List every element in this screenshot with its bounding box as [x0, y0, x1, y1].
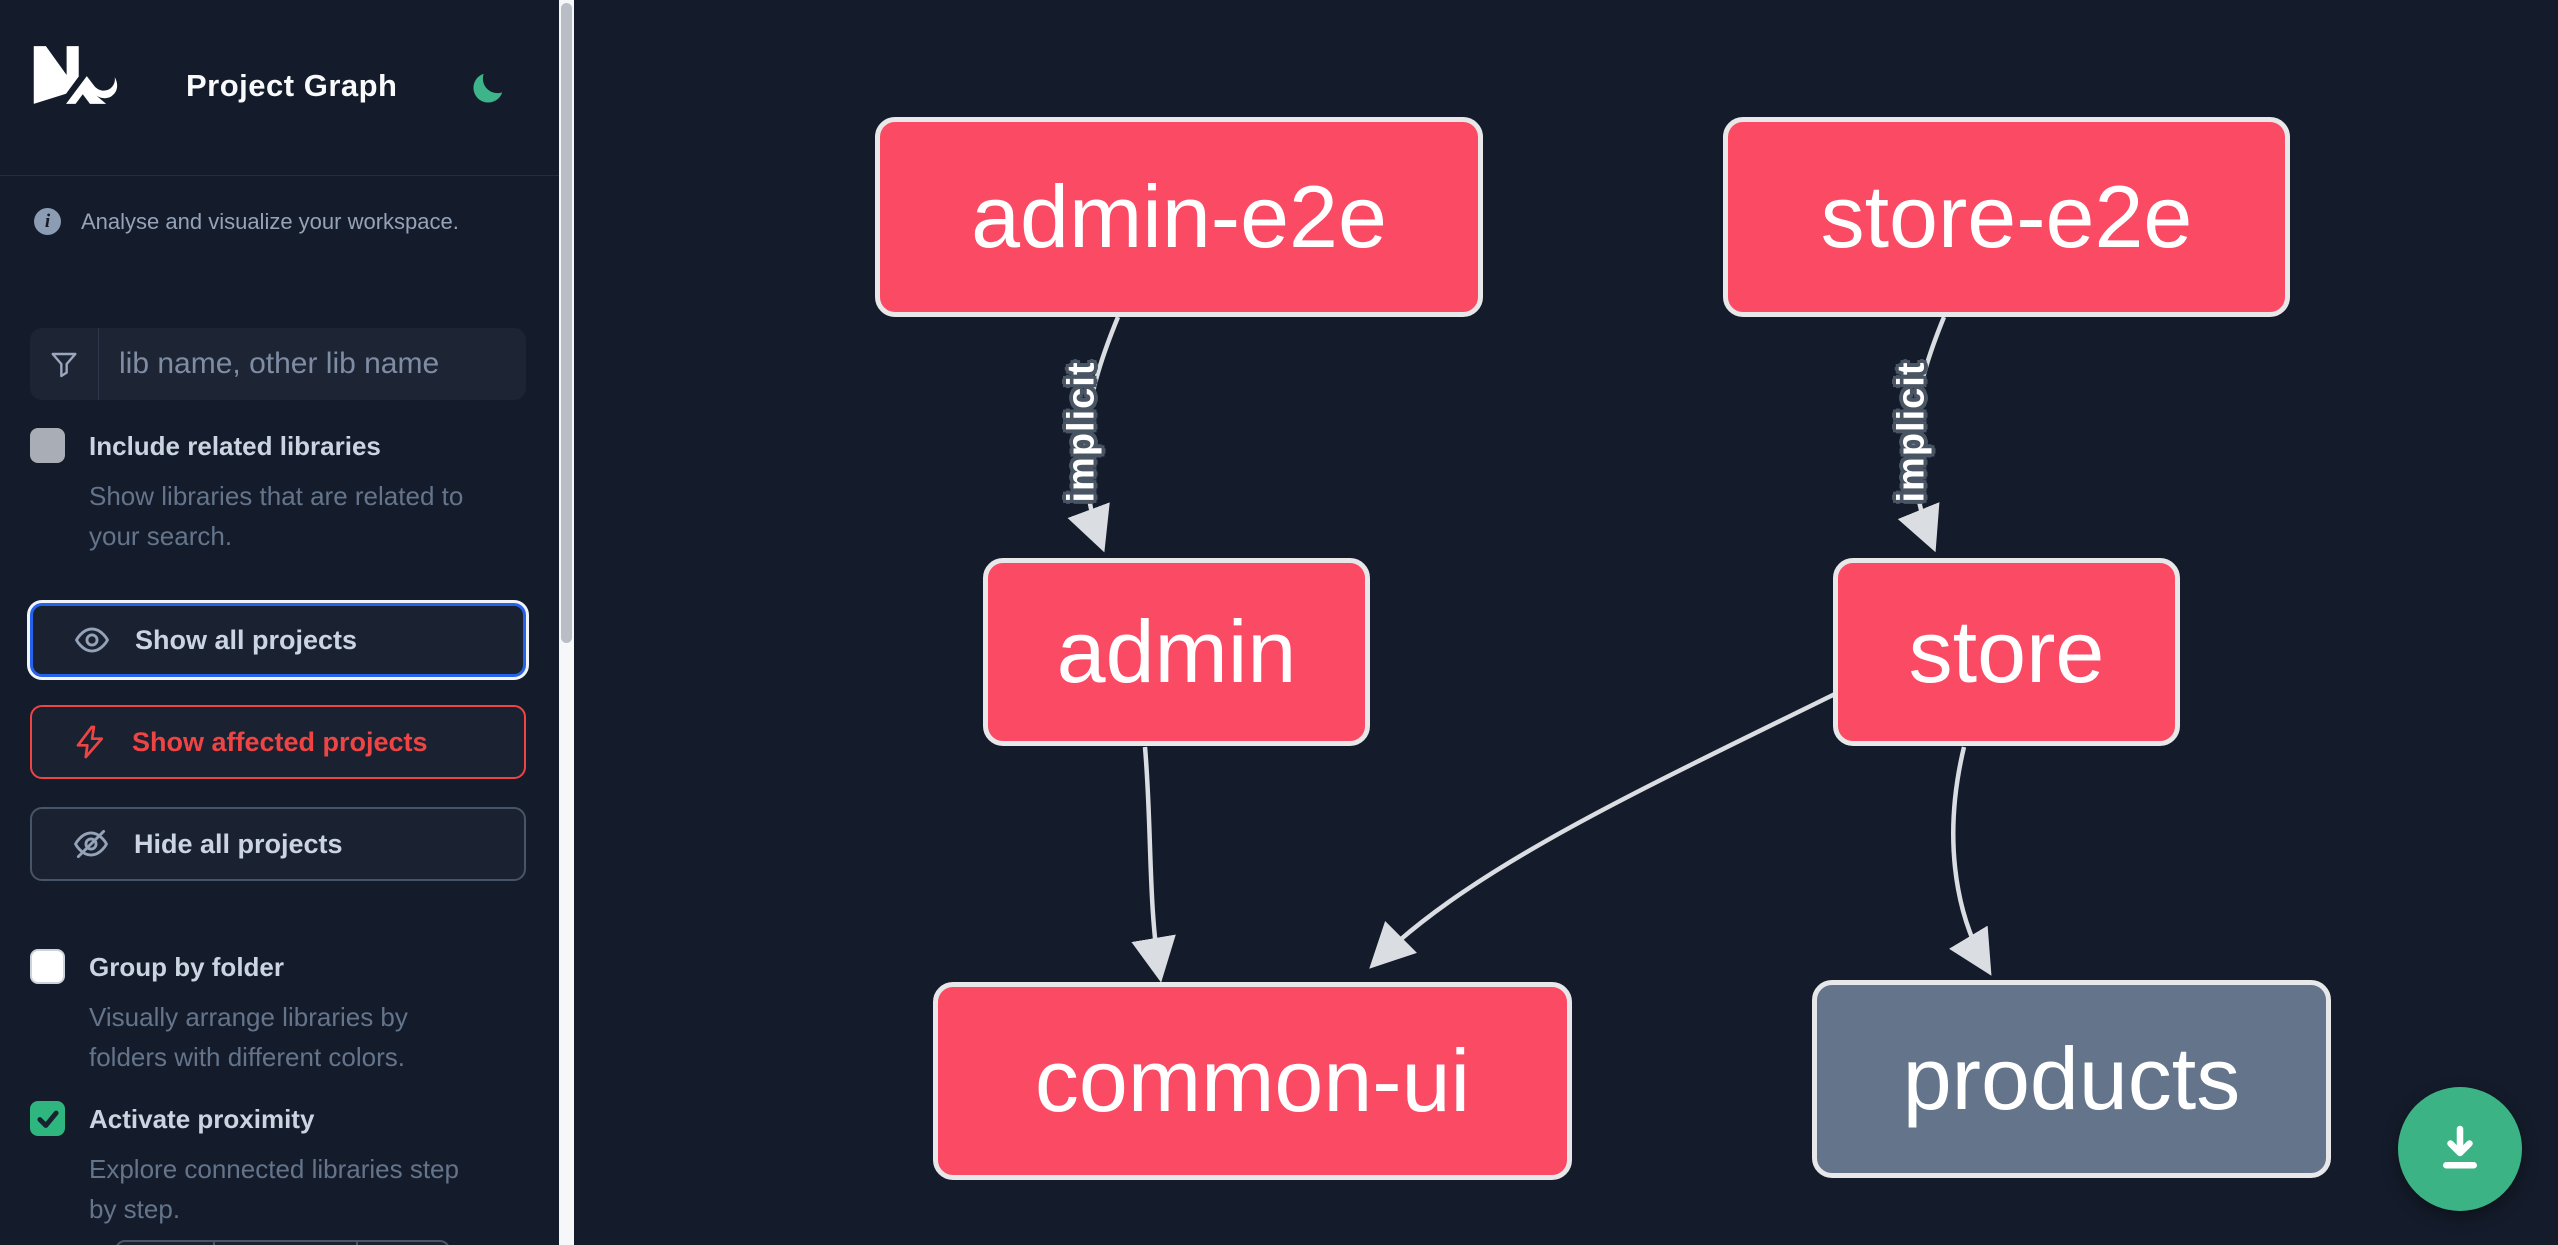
- edge-admin-common-ui: [1131, 746, 1176, 983]
- group-by-folder-row: Group by folder Visually arrange librari…: [30, 949, 530, 1089]
- sidebar-scrollbar-thumb[interactable]: [561, 3, 572, 643]
- include-related-checkbox[interactable]: [30, 428, 65, 463]
- graph-node-admin[interactable]: admin: [983, 558, 1370, 746]
- nx-logo-icon: [33, 46, 118, 104]
- sidebar-scrollbar-track[interactable]: [559, 0, 574, 1245]
- eye-icon: [75, 627, 109, 653]
- filter-input[interactable]: [99, 328, 526, 400]
- theme-moon-icon[interactable]: [468, 70, 506, 108]
- edge-store-common-ui: [1369, 691, 1836, 969]
- edge-label-implicit: implicit: [1060, 361, 1103, 503]
- hide-all-projects-button[interactable]: Hide all projects: [30, 807, 526, 881]
- download-image-button[interactable]: [2398, 1087, 2522, 1211]
- show-all-projects-button[interactable]: Show all projects: [30, 603, 526, 677]
- edge-label-implicit: implicit: [1890, 361, 1933, 503]
- info-icon: i: [34, 208, 61, 235]
- include-related-desc: Show libraries that are related to your …: [89, 481, 464, 551]
- page-title: Project Graph: [186, 68, 398, 103]
- activate-proximity-row: Activate proximity Explore connected lib…: [30, 1101, 530, 1241]
- tagline-row: i Analyse and visualize your workspace.: [34, 208, 459, 235]
- group-by-folder-label: Group by folder: [89, 952, 284, 982]
- flash-icon: [76, 725, 104, 759]
- funnel-icon: [30, 328, 99, 400]
- include-related-row: Include related libraries Show libraries…: [30, 428, 530, 568]
- graph-node-common-ui[interactable]: common-ui: [933, 982, 1572, 1180]
- graph-node-store-e2e[interactable]: store-e2e: [1723, 117, 2290, 317]
- show-affected-projects-label: Show affected projects: [132, 726, 428, 757]
- hide-all-projects-label: Hide all projects: [134, 828, 343, 859]
- download-icon: [2443, 1125, 2477, 1169]
- eye-off-icon: [74, 829, 108, 859]
- include-related-label: Include related libraries: [89, 431, 381, 461]
- tagline-text: Analyse and visualize your workspace.: [81, 208, 459, 234]
- show-all-projects-label: Show all projects: [135, 624, 358, 655]
- depth-segmented-control[interactable]: [115, 1240, 450, 1245]
- activate-proximity-checkbox[interactable]: [30, 1101, 65, 1136]
- activate-proximity-label: Activate proximity: [89, 1104, 315, 1134]
- graph-node-admin-e2e[interactable]: admin-e2e: [875, 117, 1483, 317]
- activate-proximity-desc: Explore connected libraries step by step…: [89, 1154, 459, 1224]
- group-by-folder-desc: Visually arrange libraries by folders wi…: [89, 1002, 408, 1072]
- graph-node-products[interactable]: products: [1812, 980, 2331, 1178]
- sidebar: Project Graph i Analyse and visualize yo…: [0, 0, 559, 1245]
- graph-node-store[interactable]: store: [1833, 558, 2180, 746]
- edge-store-products: [1949, 746, 1992, 976]
- show-affected-projects-button[interactable]: Show affected projects: [30, 705, 526, 779]
- sidebar-header: Project Graph: [0, 0, 559, 176]
- group-by-folder-checkbox[interactable]: [30, 949, 65, 984]
- filter-searchbox: [30, 328, 526, 400]
